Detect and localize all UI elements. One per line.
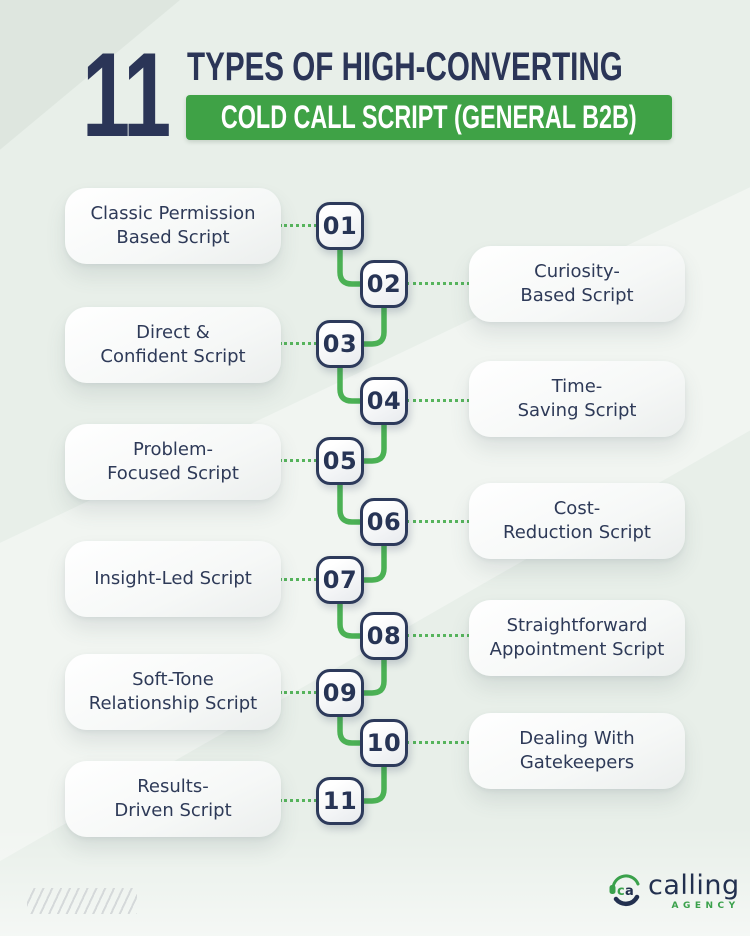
script-card-label-line: Curiosity- [534,260,620,282]
step-badge-11: 11 [316,777,364,825]
svg-text:a: a [625,884,634,899]
script-card-label-line: Cost- [553,497,601,519]
script-card-label-line: Time- [551,375,603,397]
dotted-connector [279,342,317,345]
step-badge-01: 01 [316,202,364,250]
script-card-label-line: Confident Script [100,346,246,367]
svg-text:c: c [617,884,625,899]
step-number: 09 [322,679,358,707]
script-card-label-line: Based Script [116,227,230,248]
script-card-label-line: Dealing With [519,727,635,749]
brand-logo: c a calling AGENCY [608,862,740,920]
step-badge-08: 08 [360,612,408,660]
script-card-04: Time- Saving Script [469,361,685,437]
script-card-label-line: Focused Script [107,463,239,484]
curve-segment [337,479,365,525]
script-card-07: Insight-Led Script [65,541,281,617]
script-card-label-line: Classic Permission [90,202,256,224]
logo-subname: AGENCY [671,900,740,911]
dotted-connector [279,224,317,227]
script-card-label: Results- Driven Script [114,775,231,823]
curve-segment [359,540,387,583]
step-number: 01 [322,212,358,240]
script-card-label: Time- Saving Script [518,375,637,423]
curve-segment [359,761,387,804]
step-number: 03 [322,330,358,358]
step-badge-05: 05 [316,437,364,485]
logo-name: calling [648,869,740,901]
step-number: 08 [366,622,402,650]
step-number: 10 [366,729,402,757]
curve-segment [337,244,365,287]
step-badge-03: 03 [316,320,364,368]
step-badge-07: 07 [316,556,364,604]
script-card-label-line: Gatekeepers [519,752,635,773]
ca-headset-icon: c a [609,874,640,907]
step-badge-04: 04 [360,377,408,425]
script-card-label: Problem- Focused Script [107,438,239,486]
script-card-label-line: Relationship Script [88,693,258,714]
title-line-2: COLD CALL SCRIPT (GENERAL B2B) [221,99,637,135]
script-card-label-line: Insight-Led Script [94,567,252,589]
dotted-connector [406,634,470,637]
script-card-03: Direct & Confident Script [65,307,281,383]
script-card-label: Cost- Reduction Script [503,497,651,545]
dotted-connector [406,282,470,285]
dotted-connector [279,459,317,462]
script-card-label-line: Direct & [136,321,210,343]
script-card-label-line: Soft-Tone [132,668,214,690]
script-card-05: Problem- Focused Script [65,424,281,500]
script-card-label-line: Saving Script [517,400,637,421]
script-card-11: Results- Driven Script [65,761,281,837]
step-number: 02 [366,270,402,298]
title-green-box: COLD CALL SCRIPT (GENERAL B2B) [186,95,672,140]
script-card-label-line: Results- [137,775,209,797]
script-card-label-line: Straightforward [506,614,648,636]
dotted-connector [279,799,317,802]
script-card-02: Curiosity- Based Script [469,246,685,322]
dotted-connector [279,578,317,581]
script-card-label-line: Appointment Script [489,639,665,660]
step-number: 05 [322,447,358,475]
script-card-06: Cost- Reduction Script [469,483,685,559]
step-badge-09: 09 [316,669,364,717]
step-number: 11 [322,787,358,815]
script-card-label-line: Reduction Script [503,522,651,543]
curve-segment [337,711,365,746]
curve-segment [337,362,365,404]
script-card-label: Curiosity- Based Script [520,260,633,308]
script-card-label-line: Based Script [520,285,634,306]
curve-segment [359,419,387,464]
curve-segment [359,302,387,347]
curve-segment [337,598,365,639]
dotted-connector [406,520,470,523]
step-number: 07 [322,566,358,594]
step-badge-02: 02 [360,260,408,308]
script-card-label: Insight-Led Script [94,567,252,591]
title-line-1: TYPES OF HIGH-CONVERTING [187,45,623,89]
step-badge-06: 06 [360,498,408,546]
dotted-connector [406,399,470,402]
script-card-label-line: Problem- [132,438,214,460]
dotted-connector [279,691,317,694]
step-badge-10: 10 [360,719,408,767]
script-card-label-line: Driven Script [114,800,232,821]
curve-segment [359,654,387,696]
script-card-label: Direct & Confident Script [100,321,245,369]
step-number: 06 [366,508,402,536]
step-number: 04 [366,387,402,415]
title-number: 11 [82,28,171,162]
dotted-connector [406,741,470,744]
